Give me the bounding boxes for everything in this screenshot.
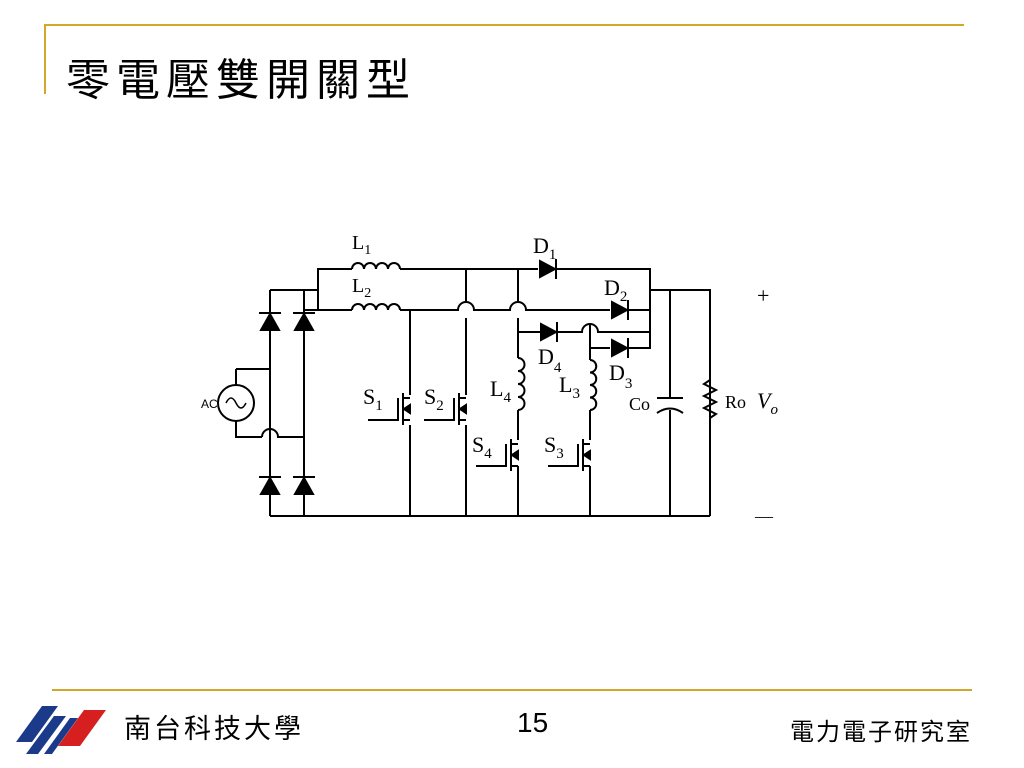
label-vo: Vo: [757, 388, 778, 418]
label-d2: D2: [604, 275, 627, 305]
ac-source-icon: [217, 384, 255, 422]
label-co: Co: [629, 394, 650, 414]
label-s3: S3: [544, 432, 564, 462]
logo-stripes: [16, 706, 106, 754]
wire-d4-branch: [517, 269, 650, 333]
left-rule: [44, 24, 46, 94]
slide-title: 零電壓雙開關型: [66, 55, 416, 106]
label-l4: L4: [490, 376, 511, 406]
circuit-diagram: AC: [201, 232, 778, 526]
ac-source-label: AC: [201, 397, 218, 411]
label-l1: L1: [352, 232, 371, 258]
diode-icon: [539, 259, 630, 358]
label-l3: L3: [559, 372, 580, 402]
label-s4: S4: [472, 432, 492, 462]
label-d4: D4: [538, 344, 562, 376]
bottom-rule: [52, 689, 972, 691]
label-ro: Ro: [725, 392, 746, 412]
page-number: 15: [517, 707, 549, 738]
inductor-icon: [351, 262, 598, 411]
label-d3: D3: [609, 360, 632, 392]
output-minus-sign: —: [754, 506, 774, 526]
wire-ac-top: [235, 368, 270, 438]
wire-l1-path: [304, 268, 651, 291]
lab-name: 電力電子研究室: [790, 718, 972, 746]
top-rule: [44, 24, 964, 26]
label-s2: S2: [424, 384, 444, 414]
resistor-icon: [701, 379, 719, 419]
wire-l2-path: [304, 290, 610, 311]
wire-ac-hop: [261, 428, 304, 438]
university-logo-icon: [16, 706, 106, 754]
label-d1: D1: [533, 233, 556, 263]
wire-output-rail: [650, 289, 711, 516]
school-name: 南台科技大學: [124, 714, 304, 745]
switch-icon: [368, 393, 591, 471]
label-s1: S1: [363, 384, 383, 414]
output-plus-sign: +: [757, 283, 769, 308]
capacitor-icon: [656, 397, 684, 414]
label-l2: L2: [352, 275, 371, 301]
bridge-diode-icon: [259, 311, 315, 495]
